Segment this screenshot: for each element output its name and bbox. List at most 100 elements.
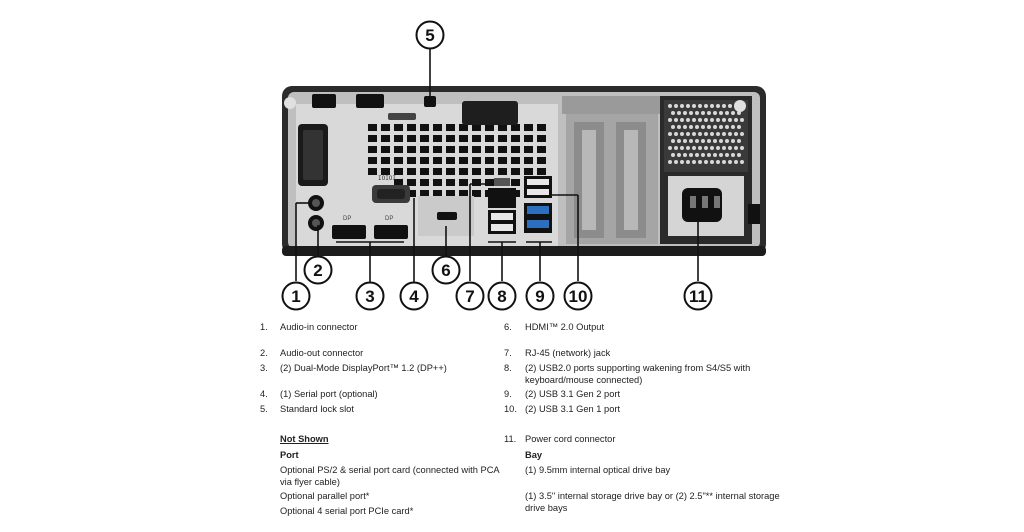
psu-vent-hole bbox=[689, 139, 693, 143]
vent-hole bbox=[407, 168, 416, 175]
callout-number: 11 bbox=[689, 287, 707, 306]
psu-vent-hole bbox=[728, 146, 732, 150]
vent-hole bbox=[433, 190, 442, 197]
vent-hole bbox=[485, 135, 494, 142]
legend-line: Standard lock slot bbox=[280, 404, 354, 414]
psu-vent-hole bbox=[671, 153, 675, 157]
callout-number: 2 bbox=[313, 261, 322, 280]
vent-hole bbox=[446, 146, 455, 153]
psu-vent-hole bbox=[686, 104, 690, 108]
legend-text: (2) USB 3.1 Gen 2 port bbox=[525, 388, 620, 400]
psu-vent-hole bbox=[725, 153, 729, 157]
legend-number: 2. bbox=[260, 348, 268, 358]
callout-4: 4 bbox=[399, 281, 429, 311]
callout-circle bbox=[525, 281, 555, 311]
svg-text:DP: DP bbox=[343, 216, 351, 222]
psu-vent-hole bbox=[683, 153, 687, 157]
psu-vent-hole bbox=[701, 111, 705, 115]
psu-vent-hole bbox=[722, 132, 726, 136]
psu-vent-hole bbox=[719, 153, 723, 157]
psu-vent-hole bbox=[683, 125, 687, 129]
port-item: Optional parallel port* bbox=[280, 491, 370, 501]
callout-number: 10 bbox=[569, 287, 588, 306]
psu-vent-hole bbox=[710, 132, 714, 136]
vent-hole bbox=[381, 135, 390, 142]
legend-text: (2) USB2.0 ports supporting wakening fro… bbox=[525, 362, 750, 386]
psu-vent-hole bbox=[692, 160, 696, 164]
psu-vent-hole bbox=[701, 153, 705, 157]
psu-vent-hole bbox=[713, 111, 717, 115]
callout-8: 8 bbox=[487, 281, 517, 311]
psu-vent-hole bbox=[668, 104, 672, 108]
psu-vent-hole bbox=[725, 139, 729, 143]
vent-hole bbox=[472, 168, 481, 175]
vent-hole bbox=[511, 135, 520, 142]
psu-vent-hole bbox=[680, 104, 684, 108]
vent-hole bbox=[511, 124, 520, 131]
vent-hole bbox=[472, 135, 481, 142]
vent-hole bbox=[420, 124, 429, 131]
vent-hole bbox=[394, 157, 403, 164]
legend-text: (2) USB 3.1 Gen 1 port bbox=[525, 403, 620, 415]
psu-vent-hole bbox=[707, 111, 711, 115]
callout-circle bbox=[399, 281, 429, 311]
bay-item: drive bays bbox=[525, 503, 568, 513]
expansion-slots bbox=[562, 96, 660, 244]
callout-circle bbox=[683, 281, 713, 311]
psu-vent-hole bbox=[674, 160, 678, 164]
legend-line: keyboard/mouse connected) bbox=[525, 375, 643, 385]
callout-7: 7 bbox=[455, 281, 485, 311]
vent-hole bbox=[407, 190, 416, 197]
vent-hole bbox=[433, 124, 442, 131]
vent-hole bbox=[433, 179, 442, 186]
psu-vent-hole bbox=[710, 118, 714, 122]
legend-text: Power cord connector bbox=[525, 433, 615, 445]
rj45-port bbox=[488, 178, 516, 208]
psu-vent-hole bbox=[731, 125, 735, 129]
callout-number: 7 bbox=[465, 287, 474, 306]
psu-vent-hole bbox=[704, 146, 708, 150]
psu-vent-hole bbox=[722, 146, 726, 150]
psu-vent-hole bbox=[677, 139, 681, 143]
vent-hole bbox=[446, 190, 455, 197]
vent-hole bbox=[446, 168, 455, 175]
psu-vent-hole bbox=[725, 111, 729, 115]
psu-vent-hole bbox=[722, 118, 726, 122]
legend-number: 7. bbox=[504, 348, 512, 358]
callout-number: 5 bbox=[425, 26, 434, 45]
psu-vent-hole bbox=[671, 139, 675, 143]
vent-hole bbox=[459, 124, 468, 131]
vent-hole bbox=[459, 190, 468, 197]
callout-number: 8 bbox=[497, 287, 506, 306]
legend-number: 3. bbox=[260, 363, 268, 373]
psu-vent-hole bbox=[677, 111, 681, 115]
psu-vent-hole bbox=[674, 118, 678, 122]
vent-hole bbox=[420, 157, 429, 164]
callout-number: 3 bbox=[365, 287, 374, 306]
callout-circle bbox=[563, 281, 593, 311]
vent-hole bbox=[368, 146, 377, 153]
psu-vent-hole bbox=[710, 146, 714, 150]
callout-10: 10 bbox=[563, 281, 593, 311]
vent-hole bbox=[511, 179, 520, 186]
vent-hole bbox=[524, 157, 533, 164]
legend-line: (1) Serial port (optional) bbox=[280, 389, 378, 399]
vent-hole bbox=[472, 179, 481, 186]
psu-vent-hole bbox=[686, 132, 690, 136]
bay-item: (1) 9.5mm internal optical drive bay bbox=[525, 465, 671, 475]
legend-number: 10. bbox=[504, 404, 517, 414]
psu-vent-hole bbox=[704, 104, 708, 108]
vent-hole bbox=[459, 179, 468, 186]
callout-11: 11 bbox=[683, 281, 713, 311]
port-item: via flyer cable) bbox=[280, 477, 340, 487]
vent-hole bbox=[433, 135, 442, 142]
psu-vent-hole bbox=[698, 146, 702, 150]
callout-number: 6 bbox=[441, 261, 450, 280]
vent-hole bbox=[524, 135, 533, 142]
legend-text: Audio-in connector bbox=[280, 321, 358, 333]
psu-vent-hole bbox=[698, 160, 702, 164]
legend-number: 5. bbox=[260, 404, 268, 414]
psu-vent-hole bbox=[680, 160, 684, 164]
psu-vent-hole bbox=[671, 111, 675, 115]
psu-vent-hole bbox=[698, 104, 702, 108]
